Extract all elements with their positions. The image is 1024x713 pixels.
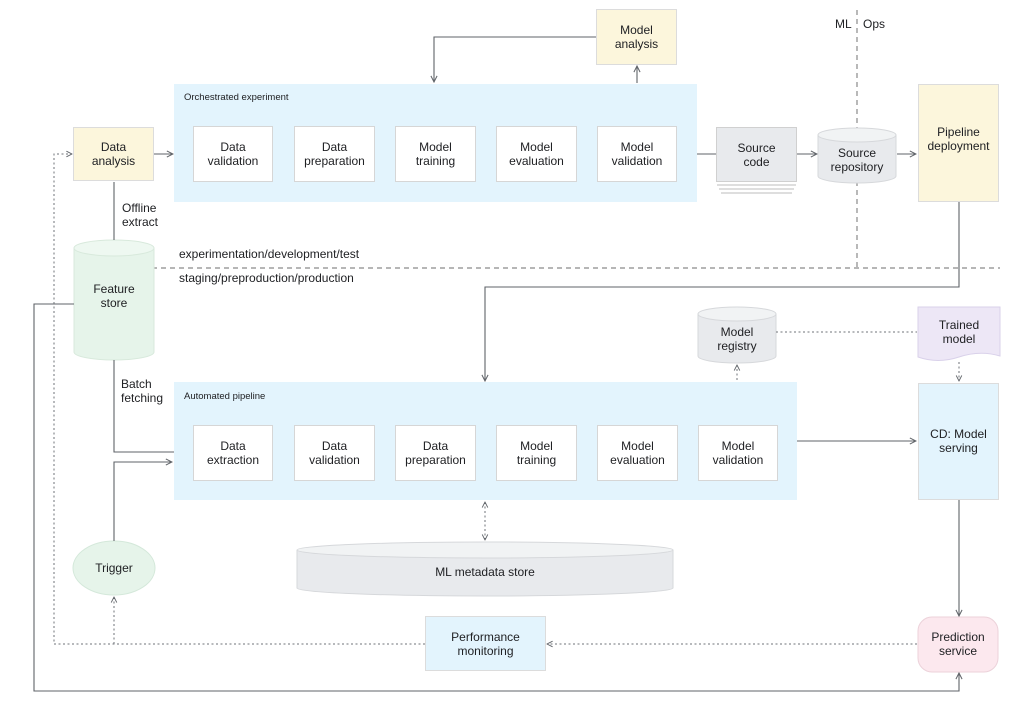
ml-metadata-store-label: ML metadata store xyxy=(435,565,535,579)
source-repository-cylinder xyxy=(817,127,897,184)
pipeline-deployment-node: Pipeline deployment xyxy=(918,84,999,202)
exp-step-data-validation: Data validation xyxy=(193,126,273,182)
model-registry-cylinder xyxy=(697,306,777,364)
offline-extract-label: Offline extract xyxy=(122,201,159,229)
env-bottom-label: staging/preproduction/production xyxy=(179,271,354,285)
exp-step-model-training: Model training xyxy=(395,126,476,182)
batch-fetching-label: Batch fetching xyxy=(121,377,164,405)
pipe-step-data-extraction: Data extraction xyxy=(193,425,273,481)
feature-store-cylinder xyxy=(73,239,155,361)
cd-model-serving-node: CD: Model serving xyxy=(918,383,999,500)
pipe-step-data-validation: Data validation xyxy=(294,425,375,481)
trigger-label: Trigger xyxy=(95,561,133,575)
ops-label: Ops xyxy=(863,17,886,31)
edge-feature-store-to-prediction xyxy=(33,303,959,692)
pipe-step-data-preparation: Data preparation xyxy=(395,425,476,481)
prediction-service-shape xyxy=(917,616,999,673)
feature-store-label: Feature store xyxy=(93,282,135,310)
prediction-service-label: Prediction service xyxy=(931,630,985,658)
edge-monitoring-to-data-analysis xyxy=(53,154,425,645)
exp-step-model-validation: Model validation xyxy=(597,126,677,182)
ml-metadata-store-cylinder xyxy=(296,541,674,597)
orchestrated-experiment-title: Orchestrated experiment xyxy=(184,92,289,103)
exp-step-model-evaluation: Model evaluation xyxy=(496,126,577,182)
performance-monitoring-node: Performance monitoring xyxy=(425,616,546,671)
automated-pipeline-panel xyxy=(174,382,797,500)
source-repository-label: Source repository xyxy=(830,146,884,174)
pipe-step-model-training: Model training xyxy=(496,425,577,481)
ml-label: ML xyxy=(835,17,852,31)
edge-feature-store-batch-fetch xyxy=(113,360,192,452)
automated-pipeline-title: Automated pipeline xyxy=(184,391,266,402)
exp-step-data-preparation: Data preparation xyxy=(294,126,375,182)
edge-model-analysis-to-experiment xyxy=(434,36,596,82)
model-analysis-node: Model analysis xyxy=(596,9,677,65)
pipe-step-model-validation: Model validation xyxy=(698,425,778,481)
source-code-doc-lines xyxy=(717,184,796,194)
edge-deployment-to-pipeline xyxy=(485,202,960,381)
data-analysis-node: Data analysis xyxy=(73,127,154,181)
model-registry-label: Model registry xyxy=(717,325,757,353)
trained-model-label: Trained model xyxy=(938,318,980,346)
env-top-label: experimentation/development/test xyxy=(179,247,360,261)
trained-model-shape xyxy=(917,306,1001,361)
edge-trigger-to-pipeline xyxy=(113,462,172,541)
pipe-step-model-evaluation: Model evaluation xyxy=(597,425,678,481)
source-code-node: Source code xyxy=(716,127,797,182)
